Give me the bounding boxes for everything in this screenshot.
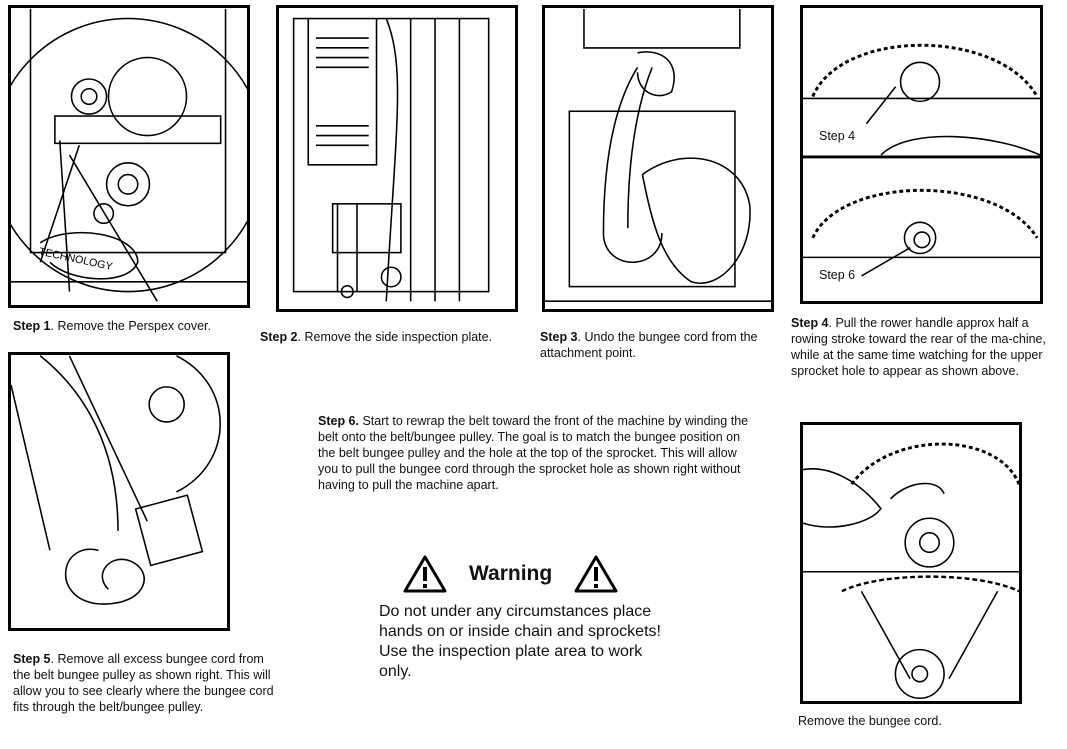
step-1-label: Step 1 — [13, 319, 51, 333]
figure-step-3 — [542, 5, 774, 312]
figure-step-5 — [8, 352, 230, 631]
illustration-inspection-plate — [279, 8, 515, 309]
illustration-perspex-cover: TECHNOLOGY — [11, 8, 247, 305]
step-6-label: Step 6. — [318, 414, 359, 428]
illustration-sprocket-hole — [803, 8, 1040, 301]
caption-step-2: Step 2. Remove the side inspection plate… — [260, 329, 530, 345]
step-4-label: Step 4 — [791, 316, 829, 330]
figure-step-2 — [276, 5, 518, 312]
caption-step-4: Step 4. Pull the rower handle approx hal… — [791, 315, 1063, 379]
caption-remove-bungee: Remove the bungee cord. — [798, 713, 1018, 729]
step-6-text: Start to rewrap the belt toward the fron… — [318, 414, 748, 492]
step-2-label: Step 2 — [260, 330, 298, 344]
step-1-text: . Remove the Perspex cover. — [51, 319, 212, 333]
label-step-6: Step 6 — [819, 268, 855, 282]
step-5-text: . Remove all excess bungee cord from the… — [13, 652, 274, 714]
figure-remove-bungee — [800, 422, 1022, 704]
caption-step-1: Step 1. Remove the Perspex cover. — [13, 318, 253, 334]
label-step-4: Step 4 — [819, 129, 855, 143]
illustration-bungee-attachment — [545, 8, 771, 309]
figure-step-1: TECHNOLOGY — [8, 5, 250, 308]
warning-text: Do not under any circumstances place han… — [379, 602, 669, 682]
warning-header: Warning — [403, 555, 618, 593]
warning-triangle-icon — [574, 555, 618, 593]
caption-step-5: Step 5. Remove all excess bungee cord fr… — [13, 651, 275, 715]
logo-text: TECHNOLOGY — [38, 246, 114, 273]
illustration-remove-bungee — [803, 425, 1019, 701]
step-4-text: . Pull the rower handle approx half a ro… — [791, 316, 1046, 378]
figure-step-4: Step 4 Step 6 — [800, 5, 1043, 304]
illustration-excess-bungee — [11, 355, 227, 628]
step-2-text: . Remove the side inspection plate. — [298, 330, 493, 344]
warning-triangle-icon — [403, 555, 447, 593]
caption-step-6: Step 6. Start to rewrap the belt toward … — [318, 413, 758, 493]
caption-step-3: Step 3. Undo the bungee cord from the at… — [540, 329, 780, 361]
step-5-label: Step 5 — [13, 652, 51, 666]
warning-title: Warning — [469, 562, 552, 586]
step-3-label: Step 3 — [540, 330, 578, 344]
